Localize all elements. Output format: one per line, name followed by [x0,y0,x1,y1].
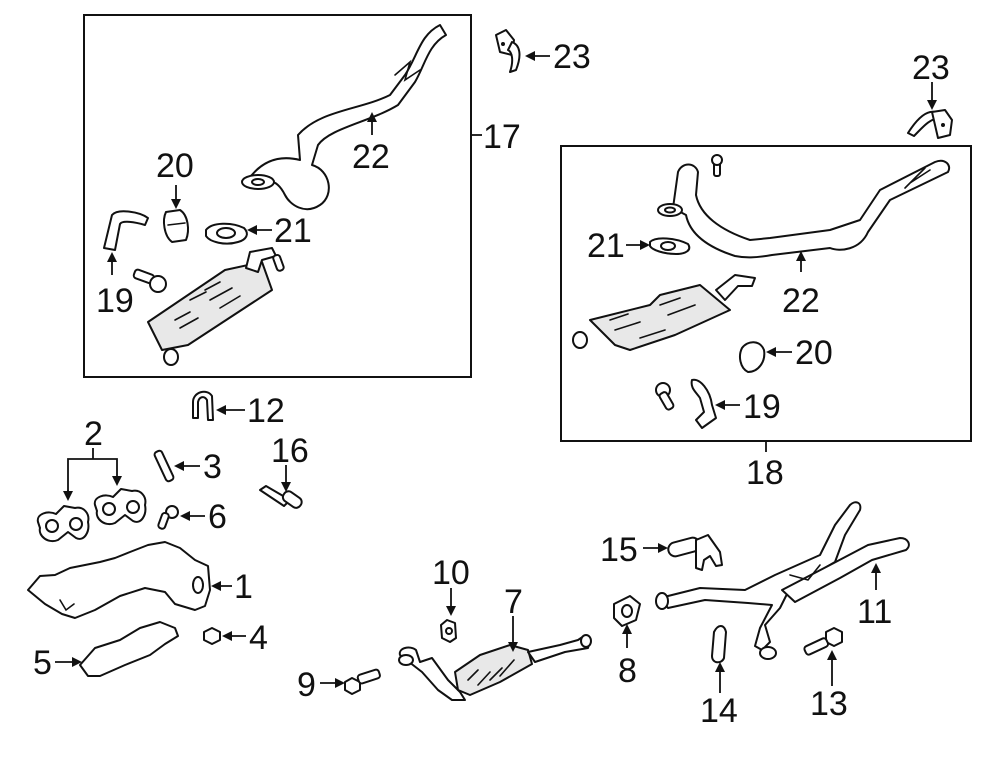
manifold-gaskets[interactable] [36,488,147,542]
leader-2-bracket [67,458,118,498]
hanger-23-lower[interactable] [907,109,953,139]
label-22a: 22 [352,138,390,176]
insulator-lower[interactable] [739,341,766,373]
label-1: 1 [234,568,253,606]
label-21a: 21 [274,212,312,250]
label-16: 16 [271,432,309,470]
stud[interactable] [153,449,175,483]
label-2: 2 [84,415,103,453]
label-12: 12 [247,392,285,430]
sensor-14[interactable] [711,625,727,664]
label-14: 14 [700,692,738,730]
hanger-upper[interactable] [103,210,149,251]
pipe-15[interactable] [667,534,723,571]
label-4: 4 [249,619,268,657]
hanger-23-upper[interactable] [495,29,521,73]
heat-shield[interactable] [79,621,179,677]
catalytic-converter[interactable] [398,634,592,701]
tail-pipe-upper[interactable] [241,24,447,211]
group-17-frame [83,14,472,378]
gasket-8[interactable] [613,595,641,627]
hanger-16[interactable] [259,485,304,510]
bolt-9[interactable] [344,668,381,695]
muffler-lower[interactable] [572,274,756,351]
nut-4[interactable] [203,627,221,645]
label-19b: 19 [743,388,781,426]
bolt-upper[interactable] [132,268,167,293]
label-17: 17 [483,118,521,156]
tail-pipe-lower[interactable] [657,154,951,259]
label-6: 6 [208,498,227,536]
label-22b: 22 [782,282,820,320]
label-5: 5 [33,644,52,682]
label-18: 18 [746,454,784,492]
label-3: 3 [203,448,222,486]
label-10: 10 [432,554,470,592]
label-7: 7 [504,583,523,621]
crossover-pipe[interactable] [655,501,910,660]
label-23b: 23 [912,49,950,87]
label-8: 8 [618,652,637,690]
bolt-6[interactable] [157,505,179,530]
group-18: 18 22 21 20 [560,145,972,492]
label-21b: 21 [587,227,625,265]
gasket-upper[interactable] [205,222,248,245]
exhaust-manifold[interactable] [27,541,211,619]
label-23a: 23 [553,38,591,76]
gasket-lower[interactable] [649,237,691,255]
label-13: 13 [810,685,848,723]
label-20b: 20 [795,334,833,372]
nut-10[interactable] [440,619,457,643]
label-15: 15 [600,531,638,569]
label-19a: 19 [96,282,134,320]
group-17: 17 22 20 21 19 [83,14,521,378]
clamp[interactable] [192,390,214,421]
hanger-lower[interactable] [690,378,717,429]
muffler-upper[interactable] [147,247,285,366]
insulator-upper[interactable] [163,209,189,243]
bolt-lower[interactable] [655,382,675,411]
label-20a: 20 [156,147,194,185]
bolt-13[interactable] [803,627,843,656]
label-11: 11 [857,593,892,631]
label-9: 9 [297,666,316,704]
